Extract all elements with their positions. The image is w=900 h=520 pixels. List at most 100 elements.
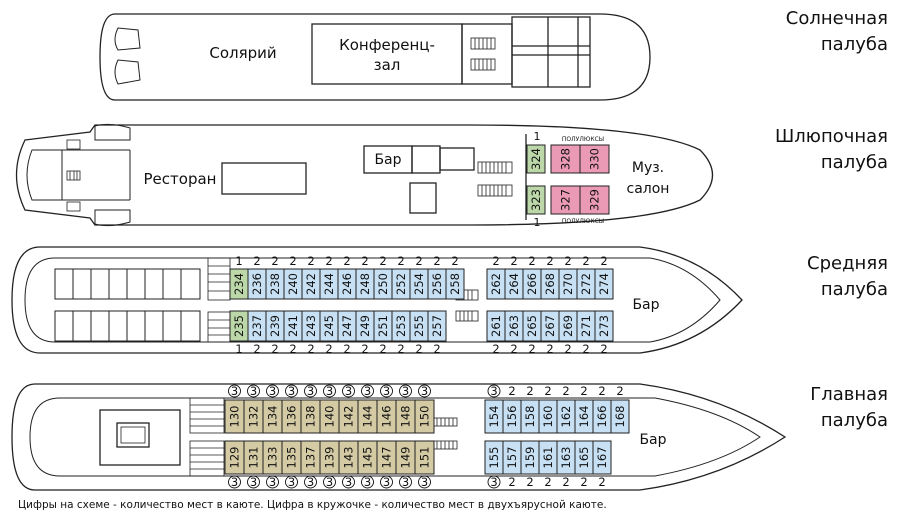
bunk-circle-icon bbox=[247, 475, 260, 489]
seat-count: 2 bbox=[580, 475, 587, 489]
cabin-number: 236 bbox=[250, 273, 264, 295]
cabin-number: 241 bbox=[286, 315, 300, 337]
cabin[interactable]: 323 bbox=[526, 185, 546, 215]
seat-count: 2 bbox=[600, 342, 607, 356]
cabin[interactable]: 328 bbox=[550, 144, 581, 174]
cabin-number: 250 bbox=[376, 273, 390, 295]
cabin-number: 142 bbox=[342, 406, 356, 428]
cabin-number: 269 bbox=[561, 315, 575, 337]
bunk-circle-icon bbox=[342, 475, 355, 489]
lifeboat-icon bbox=[94, 123, 131, 141]
boat-deck-room bbox=[439, 147, 475, 171]
cabin[interactable]: 327 bbox=[550, 185, 581, 215]
seat-count: 3 bbox=[250, 475, 257, 489]
conference-label: зал bbox=[374, 56, 401, 74]
cabin[interactable]: 324 bbox=[526, 144, 546, 174]
bunk-circle-icon bbox=[228, 475, 241, 489]
cabin-box bbox=[526, 185, 546, 215]
bunk-circle-icon bbox=[361, 384, 374, 398]
bunk-circle-icon bbox=[418, 475, 431, 489]
cabin[interactable]: 330 bbox=[579, 144, 610, 174]
cabin[interactable]: 329 bbox=[579, 185, 610, 215]
bunk-circle-icon bbox=[342, 384, 355, 398]
